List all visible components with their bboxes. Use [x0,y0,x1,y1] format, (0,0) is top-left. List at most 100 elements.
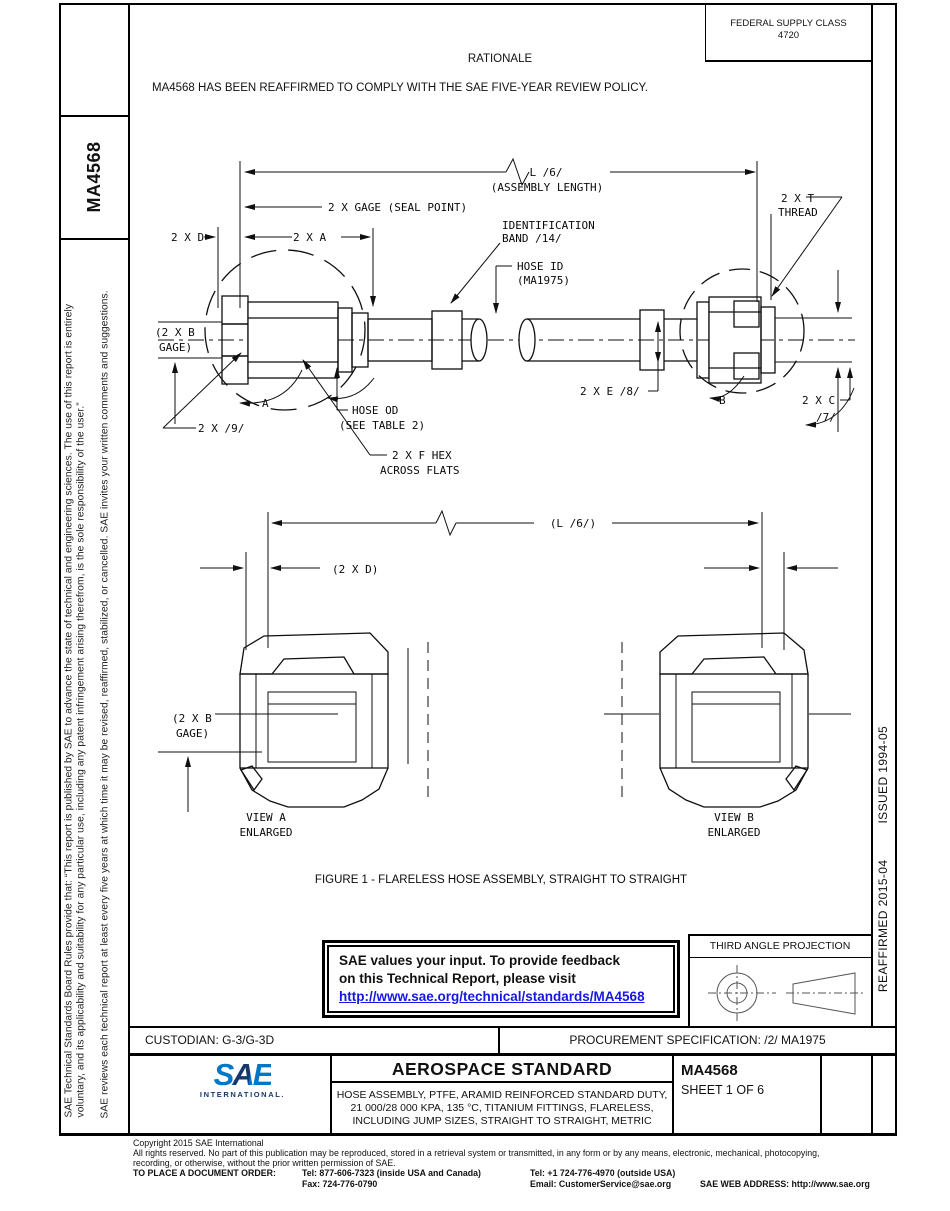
custodian-cell: CUSTODIAN: G-3/G-3D [145,1033,275,1047]
label-gage-seal-point: 2 X GAGE (SEAL POINT) [328,201,467,214]
label-thread-1: 2 X T [781,192,814,205]
label-view-a-marker: A [262,397,269,410]
projection-box-bottom-pre [128,1026,897,1028]
label-b-gage-upper-2: GAGE) [159,341,192,354]
custodian-divider [498,1026,500,1053]
frame-left-outer [59,3,61,1135]
logo-cell-divider [330,1053,332,1133]
projection-box-top [688,934,872,936]
sidebar-divider-top [59,115,130,117]
upper-labels: L /6/ (ASSEMBLY LENGTH) 2 X GAGE (SEAL P… [155,166,836,477]
label-view-b-title: VIEW B [714,811,754,824]
figure-caption: FIGURE 1 - FLARELESS HOSE ASSEMBLY, STRA… [315,874,687,886]
label-b-gage-lower-2: GAGE) [176,727,209,740]
feedback-box: SAE values your input. To provide feedba… [322,940,680,1018]
feedback-line2: on this Technical Report, please visit [339,971,576,986]
label-a-dim: 2 X A [293,231,326,244]
label-e-dim: 2 X E /8/ [580,385,640,398]
sheet-number: SHEET 1 OF 6 [681,1083,765,1097]
feedback-link[interactable]: http://www.sae.org/technical/standards/M… [339,989,645,1004]
tel-inside: Tel: 877-606-7323 (inside USA and Canada… [302,1168,481,1178]
copyright-line: Copyright 2015 SAE International [133,1138,264,1148]
frame-bottom [59,1133,897,1136]
rights-line1: All rights reserved. No part of this pub… [133,1148,820,1158]
fax-line: Fax: 724-776-0790 [302,1179,378,1189]
issued-reaffirmed-strip: REAFFIRMED 2015-04 ISSUED 1994-05 [876,699,892,1019]
federal-supply-class-box: FEDERAL SUPPLY CLASS 4720 [706,18,871,42]
view-a-enlarged-drawing [158,632,429,812]
empty-cell-divider [820,1053,822,1133]
frame-right-inner [871,3,873,1026]
label-hex-2: ACROSS FLATS [380,464,459,477]
projection-box-divider [688,957,872,958]
label-id-band-1: IDENTIFICATION [502,219,595,232]
standard-description-line1: HOSE ASSEMBLY, PTFE, ARAMID REINFORCED S… [336,1089,668,1101]
titleblock-row-divider [128,1053,897,1056]
label-d-ref: (2 X D) [332,563,378,576]
federal-supply-class-value: 4720 [777,30,800,41]
label-hose-id-1: HOSE ID [517,260,563,273]
sidebar-note-1: SAE Technical Standards Board Rules prov… [64,256,89,1118]
tel-outside: Tel: +1 724-776-4970 (outside USA) [530,1168,676,1178]
label-thread-2: THREAD [778,206,818,219]
label-b-gage-upper-1: (2 X B [155,326,195,339]
fsc-box-bottom [705,60,873,62]
view-b-enlarged-drawing [604,632,851,808]
frame-top [59,3,897,5]
web-line: SAE WEB ADDRESS: http://www.sae.org [700,1179,870,1189]
label-hose-od-2: (SEE TABLE 2) [339,419,425,432]
rationale-title: RATIONALE [467,53,533,65]
sae-logo-text: SAE [213,1057,274,1092]
label-view-a-sub: ENLARGED [240,826,293,839]
label-id-band-2: BAND /14/ [502,232,562,245]
rights-line2: recording, or otherwise, without the pri… [133,1158,396,1168]
projection-box-left [688,934,690,1026]
sidebar-note-1-line2: voluntary, and its applicability and sui… [75,402,87,1118]
order-label: TO PLACE A DOCUMENT ORDER: [133,1168,276,1178]
lower-dimensions [200,509,838,650]
standard-type-title: AEROSPACE STANDARD [391,1059,613,1079]
label-view-a-title: VIEW A [246,811,286,824]
upper-dimensions [162,157,855,456]
sae-logo: SAE INTERNATIONAL. [195,1057,290,1099]
third-angle-projection-symbol [708,965,864,1021]
label-assembly-length-dim: L /6/ [529,166,562,179]
hose-assembly-upper [158,249,852,411]
label-hose-od-1: HOSE OD [352,404,398,417]
doc-number-cell: MA4568 SHEET 1 OF 6 [681,1062,816,1097]
standard-description: HOSE ASSEMBLY, PTFE, ARAMID REINFORCED S… [334,1089,670,1128]
issued-date: ISSUED 1994-05 [876,725,890,824]
standard-description-line3: INCLUDING JUMP SIZES, STRAIGHT TO STRAIG… [352,1115,652,1127]
label-b-gage-lower-1: (2 X B [172,712,212,725]
procurement-cell: PROCUREMENT SPECIFICATION: /2/ MA1975 [569,1033,826,1047]
label-c-dim-2: /7/ [816,411,836,424]
feedback-line1: SAE values your input. To provide feedba… [339,953,621,968]
fsc-box-left [705,3,706,60]
frame-right-inner-lower [871,1053,873,1135]
email-line: Email: CustomerService@sae.org [530,1179,672,1189]
federal-supply-class-label: FEDERAL SUPPLY CLASS [730,18,847,29]
reaffirmed-date: REAFFIRMED 2015-04 [876,859,890,993]
sae-logo-subtext: INTERNATIONAL. [199,1090,286,1099]
label-assembly-length-sub: (ASSEMBLY LENGTH) [491,181,604,194]
aerospace-underline [332,1081,672,1083]
label-c-dim-1: 2 X C [802,394,835,407]
lower-labels: (L /6/) (2 X D) (2 X B GAGE) VIEW A ENLA… [172,517,760,886]
figure-drawing: L /6/ (ASSEMBLY LENGTH) 2 X GAGE (SEAL P… [155,157,855,886]
frame-left-inner [128,3,130,1135]
label-view-b-marker: B [719,394,726,407]
sidebar-note-1-line1: SAE Technical Standards Board Rules prov… [63,303,75,1118]
label-d-dim: 2 X D [171,231,204,244]
number-cell-divider [672,1053,674,1133]
projection-title: THIRD ANGLE PROJECTION [709,940,851,952]
sidebar-note-2: SAE reviews each technical report at lea… [99,290,111,1119]
label-hex-1: 2 X F HEX [392,449,452,462]
sidebar-divider-bottom [59,238,130,240]
rationale-text: MA4568 HAS BEEN REAFFIRMED TO COMPLY WIT… [152,82,648,94]
doc-number: MA4568 [681,1062,738,1079]
label-ref9: 2 X /9/ [198,422,244,435]
label-view-b-sub: ENLARGED [708,826,761,839]
label-l-ref: (L /6/) [550,517,596,530]
standard-description-line2: 21 000/28 000 KPA, 135 °C, TITANIUM FITT… [350,1102,654,1114]
label-hose-id-2: (MA1975) [517,274,570,287]
